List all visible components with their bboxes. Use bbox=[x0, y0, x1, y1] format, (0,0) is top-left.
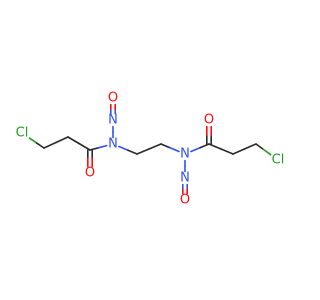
bond-c8-cl2-b bbox=[262, 148, 272, 156]
bond-c8-cl2-a bbox=[255, 143, 265, 151]
atom-label-o3: O bbox=[180, 193, 190, 208]
bond-c6-c7-b bbox=[220, 148, 234, 155]
atom-label-cl1: Cl bbox=[16, 126, 29, 141]
bond-c3-n1-a bbox=[89, 147, 100, 151]
atom-label-n3: N bbox=[180, 147, 190, 162]
bond-c1-c2-a bbox=[43, 141, 57, 149]
bond-n1-c4-a bbox=[118, 145, 129, 152]
atom-label-n1: N bbox=[108, 137, 118, 152]
bond-c5-n3-a bbox=[160, 143, 171, 149]
bond-c1-c2-b bbox=[55, 136, 69, 144]
atom-label-n2: N bbox=[108, 113, 118, 128]
bond-c2-c3-a bbox=[67, 136, 80, 145]
atom-label-o1: O bbox=[85, 166, 95, 181]
bond-n3-c6-b bbox=[199, 143, 210, 149]
bond-c2-c3-b bbox=[78, 142, 91, 151]
bond-c7-c8-a bbox=[232, 148, 246, 155]
bond-c3-n1-b bbox=[97, 144, 108, 149]
bond-c6-c7-a bbox=[208, 143, 222, 150]
atom-label-cl2: Cl bbox=[272, 153, 285, 168]
bond-c5-n3-b bbox=[169, 146, 180, 153]
bond-c7-c8-b bbox=[243, 143, 257, 150]
bond-n3-c6-a bbox=[190, 146, 201, 153]
bond-c4-c5-a bbox=[136, 148, 150, 155]
bond-cl1-c1-b bbox=[35, 142, 45, 149]
atom-label-o4: O bbox=[204, 113, 214, 128]
atom-label-n4: N bbox=[180, 171, 190, 186]
bond-n1-c4-b bbox=[127, 149, 138, 155]
atom-label-o2: O bbox=[108, 91, 118, 106]
bond-c4-c5-b bbox=[148, 143, 162, 150]
bond-cl1-c1-a bbox=[28, 137, 38, 144]
